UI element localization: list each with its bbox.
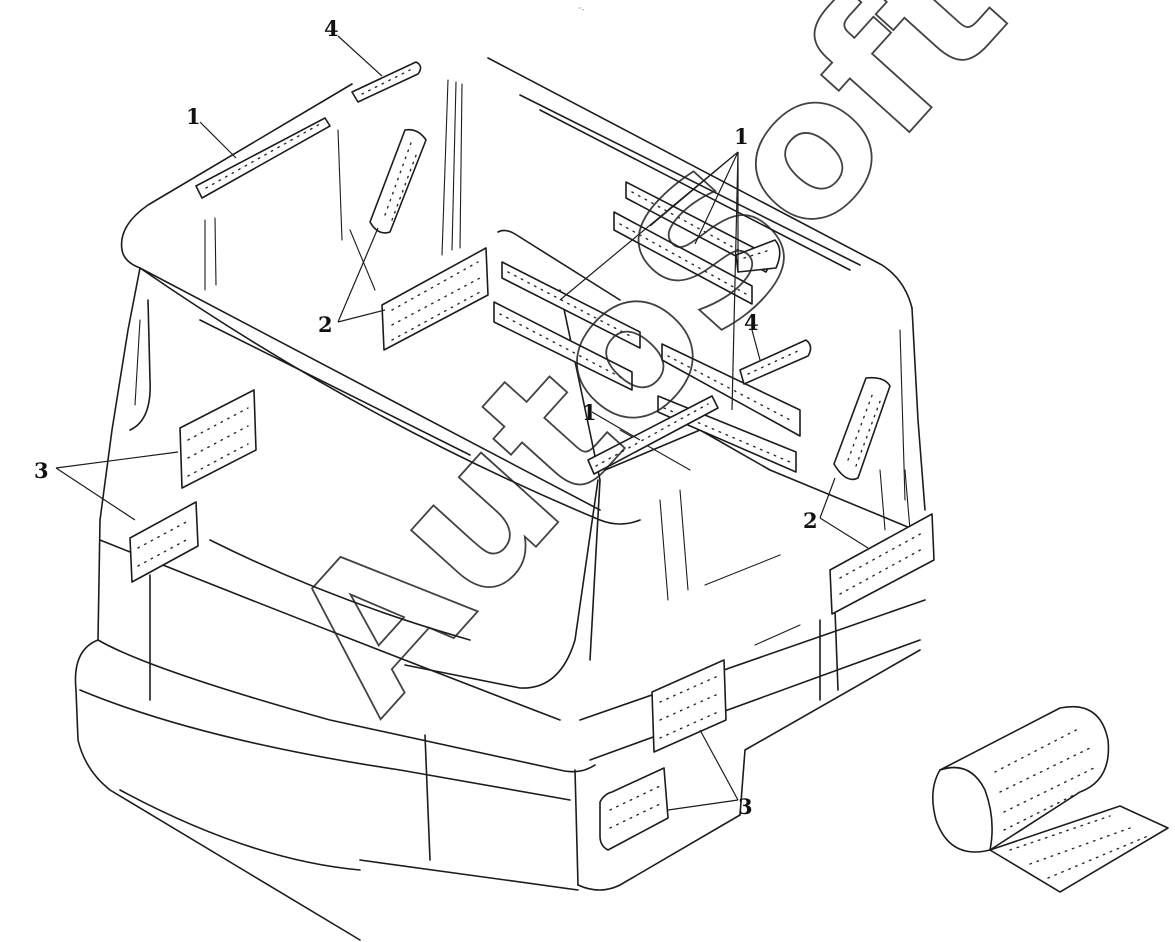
pad-front-lower-upper <box>651 659 727 753</box>
callout-2-right: 2 <box>803 508 818 533</box>
pad-tall-right-pillar <box>833 376 891 481</box>
pad-front-lower-lower <box>599 767 669 851</box>
cab-outline <box>74 57 926 941</box>
watermark-text: AutoSoft <box>249 0 1045 750</box>
callout-4-right: 4 <box>744 310 759 335</box>
pad-strip-center-upper <box>501 261 641 349</box>
callout-3-front: 3 <box>738 794 753 819</box>
pad-strip-upper-right-b <box>613 211 753 305</box>
pad-left-side-upper <box>179 389 257 489</box>
top-mark: ⁼‐ <box>578 6 585 14</box>
callout-2-left: 2 <box>318 312 333 337</box>
callout-3-left: 3 <box>34 458 49 483</box>
pad-small-roof-top <box>351 61 422 103</box>
callout-1-center: 1 <box>582 400 597 425</box>
leader-lines <box>55 35 869 811</box>
pad-rear-wall-right <box>829 513 935 615</box>
pad-strip-roof-left <box>195 117 331 199</box>
pad-rear-wall-left <box>381 247 489 351</box>
pad-strip-center-lower <box>493 301 633 391</box>
pad-left-side-lower <box>129 501 199 583</box>
pad-strip-right-a <box>661 343 801 437</box>
insulation-pads <box>129 61 935 851</box>
pad-strip-center-diagonal <box>587 395 719 475</box>
callout-4-roof: 4 <box>324 16 339 41</box>
callout-1-roof: 1 <box>186 104 201 129</box>
pad-tall-left-pillar <box>369 128 427 234</box>
callout-labels: 1 4 1 2 3 4 1 2 3 <box>34 16 818 819</box>
insulation-roll <box>932 706 1169 893</box>
pad-strip-roof-right-rail <box>735 239 781 273</box>
pad-small-right <box>739 339 812 385</box>
callout-1-upper-right: 1 <box>734 124 749 149</box>
